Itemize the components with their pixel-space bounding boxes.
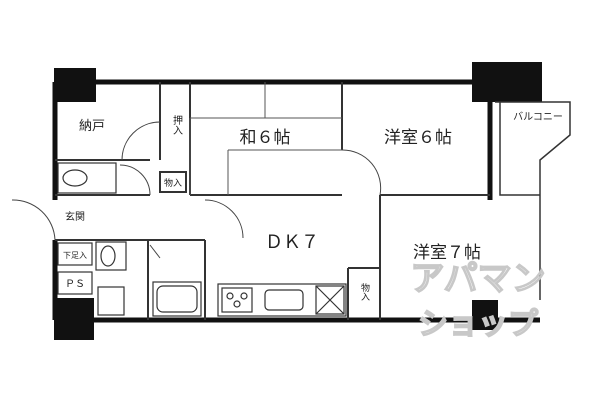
column-bottom-left	[54, 298, 94, 340]
door-storage	[121, 121, 161, 161]
label-yoshitsu7: 洋室７帖	[413, 243, 481, 263]
balcony-outline	[495, 101, 571, 300]
washing-machine	[97, 286, 125, 316]
label-yoshitsu6: 洋室６帖	[384, 128, 452, 148]
toilet-box	[57, 162, 117, 194]
label-washitsu: 和６帖	[240, 128, 291, 148]
door-yoshitsu6	[341, 149, 382, 196]
tatami-lines	[189, 82, 342, 195]
door-dk	[204, 199, 244, 239]
label-dk: ＤＫ７	[265, 232, 319, 253]
wall-monoire-bottom	[347, 267, 381, 320]
washbasin-icon	[100, 245, 116, 267]
sink-icon	[264, 289, 304, 311]
stove-icon	[221, 287, 253, 313]
bath-inner	[156, 285, 198, 313]
balcony	[495, 101, 571, 300]
watermark-line1: アパマン	[410, 259, 545, 299]
balcony-inner	[499, 102, 540, 196]
door-bath	[149, 244, 161, 259]
ps-box	[57, 271, 93, 295]
column-top-right	[472, 62, 542, 102]
label-balcony: バルコニー	[513, 111, 563, 123]
kitchen-counter	[217, 283, 347, 317]
toilet-icon	[62, 169, 88, 187]
fridge-space	[315, 285, 345, 315]
columns	[54, 62, 542, 340]
door-entry	[11, 199, 56, 241]
label-storage: 納戸	[79, 119, 105, 134]
column-top-left	[54, 68, 96, 102]
fixtures	[57, 162, 347, 317]
label-shoes: 下足入	[63, 251, 87, 260]
door-toilet	[119, 164, 151, 196]
label-genkan: 玄関	[65, 210, 85, 223]
watermark-line2: ショップ	[418, 307, 539, 342]
label-ps: ＰＳ	[65, 279, 85, 290]
label-monoire-bottom: 物入	[359, 282, 370, 301]
shoes-cabinet	[57, 242, 93, 266]
washbasin-box	[95, 241, 127, 271]
column-bottom-right	[472, 300, 498, 330]
label-monoire-top: 物入	[164, 177, 182, 189]
bathtub	[152, 281, 202, 317]
interior-walls	[55, 82, 490, 320]
label-oshiire: 押入	[171, 114, 183, 135]
wall-monoire-top	[159, 171, 187, 193]
door-swings	[11, 121, 382, 259]
